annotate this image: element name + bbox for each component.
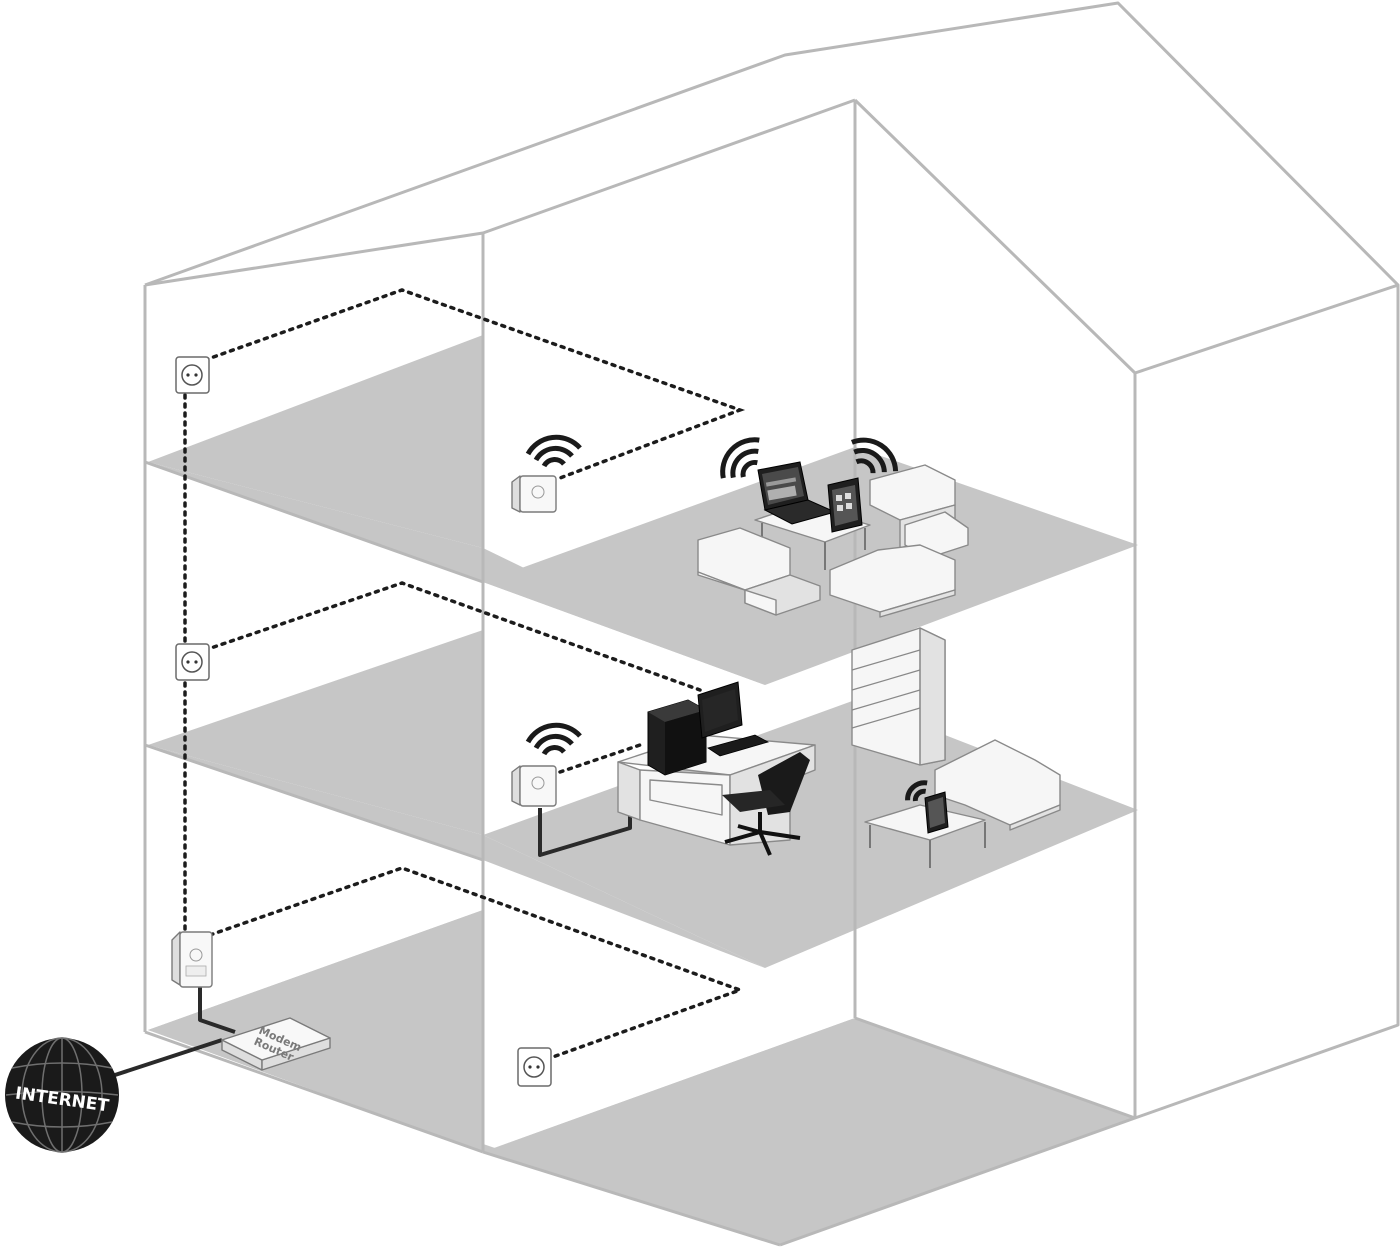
wifi-icon: [525, 434, 582, 468]
lounge-furniture: [864, 739, 1061, 868]
wifi-adapter-second-floor: [511, 475, 557, 513]
wall-socket-icon: [181, 364, 203, 386]
wall-socket-icon: [523, 1056, 545, 1078]
wall-socket-top: [175, 356, 210, 394]
wall-socket-ground: [517, 1047, 552, 1087]
bookshelf: [851, 627, 946, 766]
internet-globe: INTERNET: [5, 1037, 119, 1153]
tablet-icon: [924, 791, 949, 834]
wifi-icon: [720, 437, 760, 479]
first-floor-left: [148, 630, 483, 835]
wall-socket-icon: [181, 651, 203, 673]
powerline-connections: [183, 288, 746, 1060]
wall-socket-middle: [175, 643, 210, 681]
living-room-furniture: [697, 461, 969, 618]
wifi-adapter-first-floor: [511, 765, 557, 807]
desktop-pc-icon: [647, 681, 770, 776]
wifi-icon: [525, 722, 582, 756]
laptop-icon: [757, 461, 837, 525]
ground-floor-left: [148, 910, 780, 1245]
wifi-icon: [905, 780, 928, 802]
powerline-adapter-ground: [171, 931, 213, 988]
powerline-adapter-icon: [179, 931, 213, 988]
ground-floor-right: [483, 1018, 1138, 1245]
first-floor-main: [483, 700, 1138, 968]
office-chair-icon: [722, 752, 810, 856]
powerline-adapter-icon: [519, 475, 557, 513]
second-floor-left: [148, 335, 483, 548]
floors: [148, 335, 1395, 1245]
tablet-icon: [827, 477, 863, 533]
wifi-icon: [850, 437, 899, 474]
second-floor-main: [483, 447, 1138, 685]
modem-router: Modem Router: [221, 1017, 331, 1071]
powerline-adapter-icon: [519, 765, 557, 807]
router-icon: [221, 1017, 331, 1061]
